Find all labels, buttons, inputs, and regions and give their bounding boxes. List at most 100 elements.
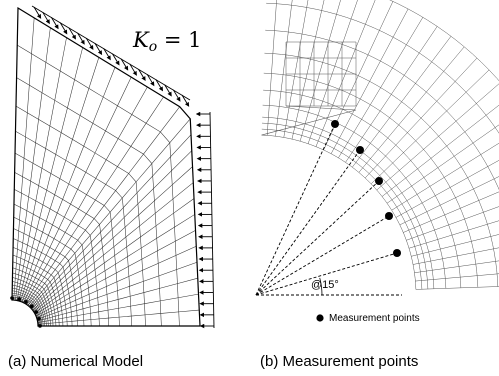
mesh-a-ring-line xyxy=(14,172,110,327)
mesh-a-ring-line xyxy=(14,189,100,327)
mesh-a-ring-line xyxy=(15,105,146,327)
mesh-a-ring-line xyxy=(13,203,92,327)
mesh-b-radial-line xyxy=(352,36,452,168)
mesh-b-radial-line xyxy=(291,0,325,140)
measurement-dot-b xyxy=(385,212,393,220)
mesh-b-ring-line xyxy=(262,116,435,289)
mesh-a-ring-line xyxy=(17,7,201,327)
mesh-a-radial-line xyxy=(35,230,196,317)
caption-b: (b) Measurement points xyxy=(260,353,418,370)
mesh-b xyxy=(261,0,499,290)
measurement-ray xyxy=(255,149,361,296)
mesh-a xyxy=(11,7,201,327)
top-load-arrow xyxy=(103,48,111,61)
top-load-arrow xyxy=(181,94,190,107)
top-load-arrow xyxy=(172,89,181,102)
mesh-b-radial-line xyxy=(307,0,358,144)
mesh-b-radial-line xyxy=(370,69,490,185)
mesh-a-radial-line xyxy=(18,47,83,301)
mesh-a-radial-line xyxy=(20,57,100,302)
mesh-a-ring-line xyxy=(12,292,43,327)
mesh-a-ring-line xyxy=(12,254,64,327)
measurement-dot-b xyxy=(375,177,383,185)
measurement-dot-a xyxy=(29,304,34,309)
top-load-arrow xyxy=(111,53,120,66)
top-load-arrow xyxy=(85,37,94,50)
measurement-ray xyxy=(255,252,398,296)
mesh-a-ring-line xyxy=(13,216,85,327)
top-load-arrow xyxy=(146,74,155,87)
mesh-a-ring-line xyxy=(12,287,45,327)
measurement-dots-a xyxy=(10,296,42,328)
mesh-b-radial-line xyxy=(391,142,499,211)
mesh-a-ring-line xyxy=(15,130,132,327)
mesh-b-radial-line xyxy=(386,124,499,204)
mesh-a-ring-line xyxy=(13,228,78,327)
mesh-a-ring-line xyxy=(12,281,49,327)
top-load-arrow xyxy=(59,22,68,35)
mesh-a-ring-line xyxy=(14,152,120,327)
measurement-dot-a xyxy=(24,299,28,304)
mesh-b-radial-line xyxy=(283,0,309,138)
mesh-a-ring-line xyxy=(12,277,51,327)
mesh-a-ring-line xyxy=(13,238,73,327)
mesh-b-ring-line xyxy=(261,122,429,290)
mesh-b-ring-line xyxy=(266,2,499,134)
mesh-b-radial-line xyxy=(403,191,499,233)
mesh-b-ring-line xyxy=(261,134,417,290)
mesh-b-radial-line xyxy=(381,104,499,197)
legend-label: Measurement points xyxy=(329,313,420,324)
mesh-a-radial-line xyxy=(27,106,180,306)
mesh-b-radial-line xyxy=(358,46,465,173)
top-load-arrow xyxy=(51,17,59,30)
mesh-a-radial-line xyxy=(28,118,191,307)
side-load-line xyxy=(209,111,215,329)
mesh-b-radial-line xyxy=(415,286,499,290)
measurement-dot-a xyxy=(37,316,41,321)
mesh-a-radial-line xyxy=(37,261,198,320)
mesh-b-radial-line xyxy=(408,220,499,249)
top-load-arrow xyxy=(164,84,172,97)
top-load-arrow xyxy=(120,58,129,71)
top-load-arrow xyxy=(94,43,103,56)
top-load-arrow xyxy=(155,79,164,92)
mesh-a-ring-line xyxy=(17,44,180,327)
mesh-a-radial-line xyxy=(36,246,197,318)
mesh-b-radial-line xyxy=(376,83,499,191)
top-load-arrow xyxy=(68,27,76,40)
mesh-b-ring-line xyxy=(389,0,499,82)
top-load-arrow xyxy=(42,11,50,25)
mesh-b-radial-line xyxy=(413,247,499,265)
mesh-a-ring-line xyxy=(12,290,44,327)
mesh-b-ring-line xyxy=(264,52,499,287)
tunnel-top-edge xyxy=(261,105,357,136)
mesh-b-ring-line xyxy=(263,89,462,288)
top-load-arrow xyxy=(138,68,146,82)
mesh-a-ring-line xyxy=(16,77,162,327)
mesh-b-radial-line xyxy=(415,273,499,282)
angle-arc xyxy=(319,277,323,296)
legend-dot xyxy=(316,314,324,322)
panel-a-numerical-model: Ko = 1 (a) Numerical Model xyxy=(8,5,215,370)
mesh-b-radial-line xyxy=(406,206,499,241)
measurement-ray xyxy=(255,123,336,296)
mesh-b-radial-line xyxy=(414,260,499,273)
mesh-b-radial-line xyxy=(330,8,409,154)
mesh-b-radial-line xyxy=(345,26,438,163)
mesh-b-radial-line xyxy=(299,0,341,142)
measurement-dot-a xyxy=(17,297,22,301)
measurement-ray xyxy=(255,215,390,296)
mesh-b-radial-line xyxy=(275,0,293,137)
measurement-dot-a xyxy=(34,310,39,314)
mesh-a-ring-line xyxy=(12,267,57,327)
measurement-dot-b xyxy=(356,146,364,154)
caption-a: (a) Numerical Model xyxy=(8,353,143,370)
mesh-b-radial-line xyxy=(411,234,499,257)
top-load-arrows xyxy=(31,5,191,107)
panel-b-measurement-points: @15° Measurement points (b) Measurement … xyxy=(255,0,499,370)
mesh-b-ring-line xyxy=(265,29,499,190)
ko-label: Ko = 1 xyxy=(132,28,201,55)
measurement-dot-a xyxy=(10,296,14,300)
mesh-a-ring-line xyxy=(12,272,54,327)
mesh-a-radial-line xyxy=(15,27,51,301)
